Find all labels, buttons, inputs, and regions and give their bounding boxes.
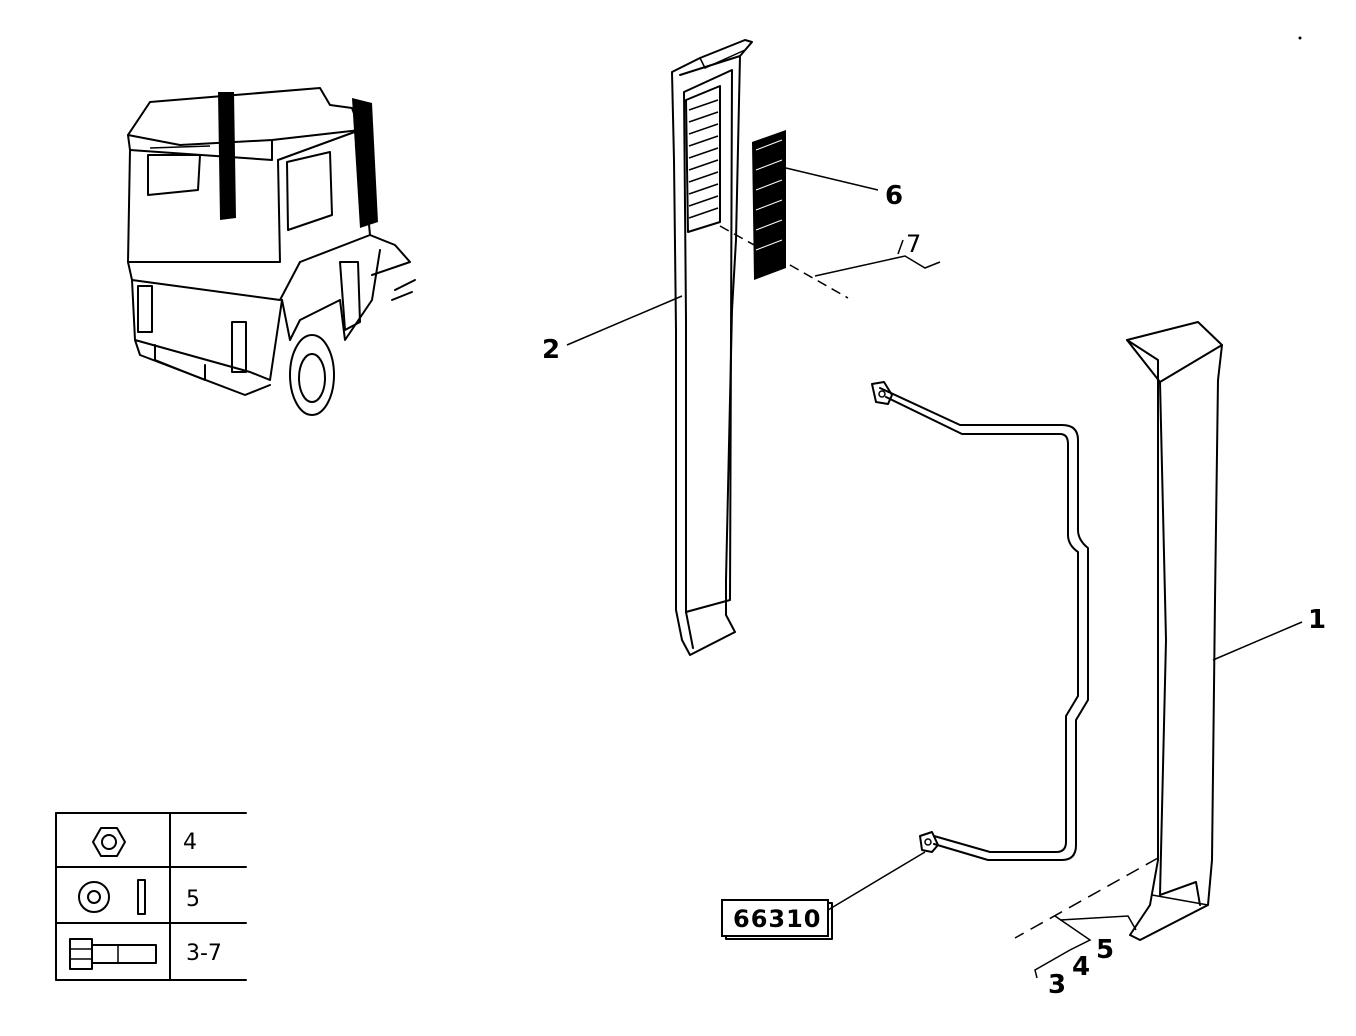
legend-label-bolt: 3-7 — [186, 941, 222, 966]
vent-slats — [688, 99, 719, 219]
callout-part-3: 3 — [1048, 970, 1066, 1000]
washer-icon — [78, 879, 146, 915]
callout-part-4: 4 — [1072, 952, 1090, 982]
reference-code: 66310 — [733, 905, 822, 933]
callout-part-5: 5 — [1096, 935, 1114, 965]
leader-part-2 — [566, 295, 683, 346]
filter-pad-part-6 — [752, 130, 786, 280]
truck-cab-illustration — [127, 87, 416, 416]
pillar-trim-part-2 — [671, 39, 753, 656]
reference-code-box: 66310 — [721, 899, 833, 940]
hex-nut-icon — [92, 827, 126, 857]
side-cover-part-1 — [1126, 321, 1223, 941]
stray-mark — [1298, 36, 1302, 40]
callout-part-6: 6 — [885, 181, 903, 211]
bolt-icon — [69, 938, 157, 970]
connecting-rod — [871, 381, 1089, 861]
callout-part-1: 1 — [1308, 605, 1326, 635]
leader-reference — [827, 851, 926, 911]
legend-label-washer: 5 — [186, 887, 200, 912]
leader-part-6 — [785, 167, 879, 191]
fastener-legend: 4 5 3-7 — [55, 812, 247, 981]
leader-part-1 — [1212, 621, 1303, 661]
legend-label-nut: 4 — [183, 830, 197, 855]
callout-part-7: 7 — [906, 230, 921, 258]
callout-part-2: 2 — [542, 335, 560, 365]
